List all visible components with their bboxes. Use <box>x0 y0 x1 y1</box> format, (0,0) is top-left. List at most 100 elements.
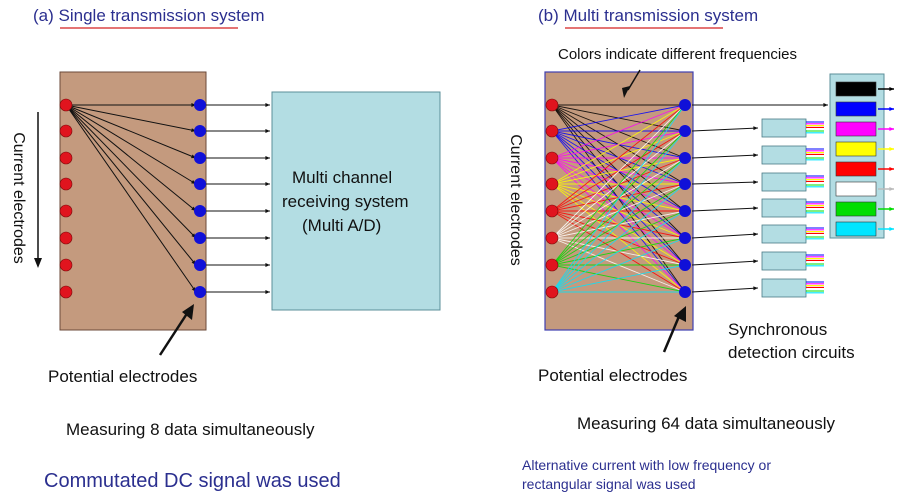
current-electrode <box>545 285 559 299</box>
sync-detection-box <box>761 278 807 298</box>
potential-electrode <box>194 286 206 298</box>
right-current-electrodes <box>545 98 559 299</box>
right-output-line-head <box>753 232 758 237</box>
left-fan-line <box>65 104 197 212</box>
current-electrode <box>59 231 73 245</box>
right-output-line <box>691 154 759 159</box>
right-output-line <box>691 233 759 239</box>
current-electrode <box>59 177 73 191</box>
right-fan-line <box>551 264 686 293</box>
current-electrode <box>59 124 73 138</box>
right-output-line-head <box>753 180 758 185</box>
frequency-swatch <box>835 161 877 177</box>
right-output-line-head <box>823 103 828 107</box>
frequency-swatch <box>835 101 877 117</box>
frequency-swatch <box>835 201 877 217</box>
right-fan-line <box>551 157 686 293</box>
potential-electrode <box>194 152 206 164</box>
colors-note-arrowhead <box>622 86 630 98</box>
colors-note-arrow <box>627 69 641 91</box>
frequency-swatch <box>835 141 877 157</box>
potential-electrode <box>679 125 691 137</box>
left-output-line-head <box>265 103 270 107</box>
current-electrode <box>59 204 73 218</box>
right-fan-line <box>551 130 686 293</box>
potential-electrode <box>679 99 691 111</box>
right-output-line-head <box>753 259 758 264</box>
potential-electrode <box>194 205 206 217</box>
right-potential-pointer-arrow <box>662 313 682 353</box>
right-fan-line <box>551 104 686 159</box>
left-output-line-head <box>265 236 270 240</box>
synchronous-detection-boxes <box>761 118 824 298</box>
left-fan-line <box>65 104 197 159</box>
right-measuring-text: Measuring 64 data simultaneously <box>577 414 835 433</box>
left-heading: (a) Single transmission system <box>33 6 265 26</box>
right-footer-line-2: rectangular signal was used <box>522 476 696 492</box>
potential-electrode <box>679 178 691 190</box>
sync-detection-box <box>761 198 807 218</box>
frequency-swatch-arrow-head <box>889 127 894 131</box>
right-footer-line-1: Alternative current with low frequency o… <box>522 457 771 473</box>
frequency-swatch-arrow-head <box>889 207 894 211</box>
left-footer-text: Commutated DC signal was used <box>44 470 341 492</box>
frequency-swatch-arrow-head <box>889 107 894 111</box>
left-potential-label: Potential electrodes <box>48 367 198 386</box>
frequency-swatch <box>835 81 877 97</box>
left-current-label: Current electrodes <box>10 132 27 264</box>
left-potential-pointer-head <box>182 304 194 320</box>
potential-electrode <box>679 205 691 217</box>
sync-label-line-2: detection circuits <box>728 343 855 362</box>
sync-detection-box <box>761 251 807 271</box>
frequency-swatch-arrow-head <box>889 227 894 231</box>
left-current-arrowhead <box>34 258 42 268</box>
left-fan-line <box>65 104 197 266</box>
frequency-swatch <box>835 181 877 197</box>
left-output-line-head <box>265 156 270 160</box>
potential-electrode <box>194 178 206 190</box>
right-fan-line <box>551 104 686 239</box>
potential-electrode <box>679 259 691 271</box>
current-electrode <box>545 124 559 138</box>
left-heading-prefix: (a) <box>33 6 54 25</box>
left-fan-line <box>65 104 197 293</box>
receiver-line-2: receiving system <box>282 192 409 211</box>
current-electrode <box>545 98 559 112</box>
frequency-swatch-arrow-head <box>889 187 894 191</box>
left-output-line-head <box>265 182 270 186</box>
frequency-legend-swatches <box>835 81 894 237</box>
receiver-line-1: Multi channel <box>292 168 393 187</box>
right-fan-line <box>551 104 686 266</box>
left-receiving-system-box <box>271 91 441 311</box>
right-output-line-head <box>753 153 758 158</box>
current-electrode <box>59 151 73 165</box>
current-electrode <box>545 151 559 165</box>
frequency-swatch-arrow-head <box>889 87 894 91</box>
sync-detection-box <box>761 145 807 165</box>
left-fan-line-head <box>191 103 196 107</box>
frequency-swatch-arrow-head <box>889 147 894 151</box>
sync-detection-box <box>761 172 807 192</box>
right-current-label: Current electrodes <box>507 134 524 266</box>
potential-electrode <box>194 125 206 137</box>
right-fan-line <box>551 104 686 293</box>
right-fan-line <box>551 104 686 185</box>
potential-electrode <box>679 232 691 244</box>
colors-note: Colors indicate different frequencies <box>558 46 798 63</box>
left-output-lines <box>202 103 270 294</box>
sync-detection-box <box>761 118 807 138</box>
right-multifrequency-fan-lines <box>551 104 686 293</box>
left-potential-pointer-arrow <box>158 311 190 356</box>
right-output-line <box>691 127 759 132</box>
left-current-fan-lines <box>65 103 197 293</box>
right-potential-label: Potential electrodes <box>538 366 688 385</box>
left-measuring-text: Measuring 8 data simultaneously <box>66 420 315 439</box>
potential-electrode <box>679 152 691 164</box>
right-output-line <box>691 260 759 266</box>
left-output-line-head <box>265 290 270 294</box>
sync-detection-box <box>761 224 807 244</box>
receiver-line-3: (Multi A/D) <box>302 216 382 235</box>
left-output-line-head <box>265 129 270 133</box>
left-current-electrodes <box>59 98 73 299</box>
right-potential-electrodes <box>679 99 691 298</box>
